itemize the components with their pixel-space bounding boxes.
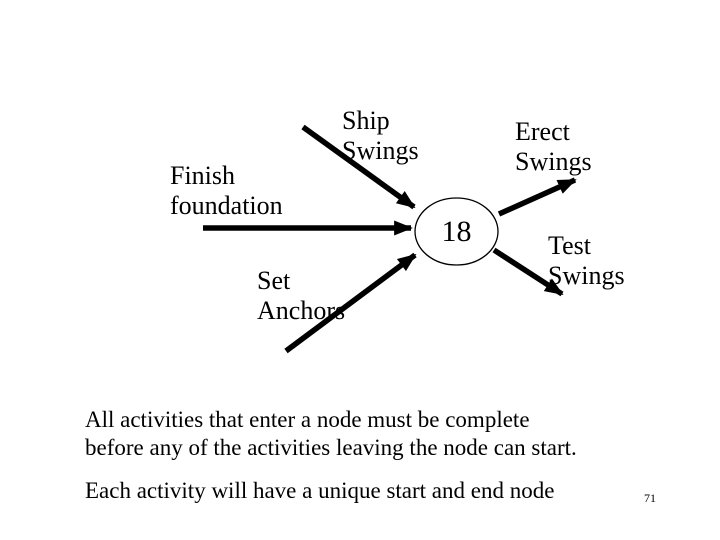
test-swings-label: Test Swings xyxy=(548,231,625,290)
ship-swings-arrow xyxy=(301,124,416,210)
node-number: 18 xyxy=(441,214,472,248)
erect-swings-arrow xyxy=(497,177,577,217)
page-number: 71 xyxy=(644,491,656,505)
unique-node-text: Each activity will have a unique start a… xyxy=(85,478,555,503)
set-anchors-label: Set Anchors xyxy=(257,266,346,325)
node-ellipse xyxy=(414,197,499,266)
erect-swings-label: Erect Swings xyxy=(515,117,592,176)
rule-text: All activities that enter a node must be… xyxy=(85,407,577,460)
ship-swings-label: Ship Swings xyxy=(342,106,419,165)
finish-foundation-label: Finish foundation xyxy=(170,161,283,220)
set-anchors-arrow xyxy=(284,252,417,354)
test-swings-arrow xyxy=(492,247,564,297)
